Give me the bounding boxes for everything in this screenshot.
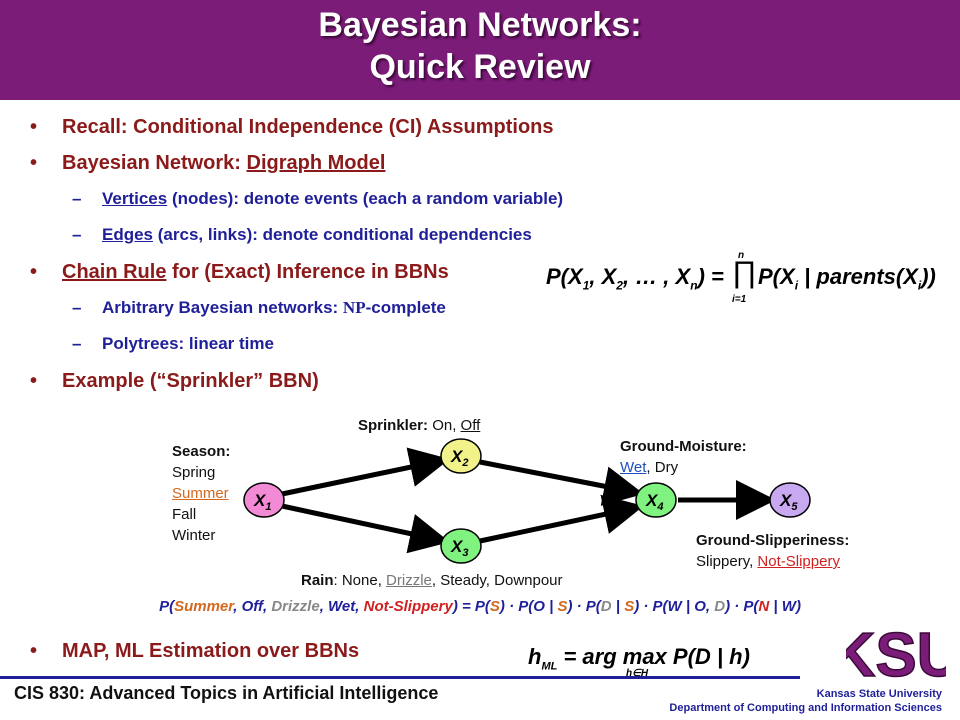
svg-text:X4: X4 bbox=[645, 491, 663, 513]
digraph-model-link[interactable]: Digraph Model bbox=[246, 152, 386, 174]
edge-x1-x2 bbox=[281, 447, 450, 497]
prod-top: n bbox=[738, 250, 745, 261]
bullet-dot: • bbox=[30, 370, 38, 392]
course-name: CIS 830: Advanced Topics in Artificial I… bbox=[14, 683, 439, 703]
bullet-dot: • bbox=[30, 116, 38, 138]
np-text: NP bbox=[342, 298, 366, 317]
bullet-map-ml: •MAP, ML Estimation over BBNs bbox=[30, 640, 360, 662]
bullet-ci: •Recall: Conditional Independence (CI) A… bbox=[30, 116, 554, 138]
rain-label: Rain: None, Drizzle, Steady, Downpour bbox=[301, 572, 563, 589]
title-line-2: Quick Review bbox=[369, 48, 591, 86]
title-line-1: Bayesian Networks: bbox=[318, 6, 642, 44]
formula-rhs: P(Xi | parents(Xi)) bbox=[758, 264, 936, 293]
title-bar bbox=[0, 0, 960, 100]
vertices-link[interactable]: Vertices bbox=[102, 189, 168, 208]
sub-bullet-arbitrary: –Arbitrary Bayesian networks: NP-complet… bbox=[72, 298, 446, 317]
footer-institution: Kansas State University Department of Co… bbox=[669, 687, 942, 715]
node-x4[interactable]: X4 bbox=[635, 482, 677, 518]
department-name: Department of Computing and Information … bbox=[669, 702, 942, 714]
joint-probability: P(Summer, Off, Drizzle, Wet, Not-Slipper… bbox=[159, 598, 801, 615]
svg-text:X1: X1 bbox=[253, 491, 271, 513]
svg-text:X2: X2 bbox=[450, 447, 468, 469]
bullet-dot: • bbox=[30, 261, 38, 283]
chain-rule-link[interactable]: Chain Rule bbox=[62, 261, 167, 283]
node-x3[interactable]: X3 bbox=[440, 528, 482, 564]
ml-formula-under: h∈H bbox=[626, 668, 649, 679]
university-name: Kansas State University bbox=[816, 688, 942, 700]
slide-title: Bayesian Networks: Quick Review bbox=[0, 4, 960, 88]
dash: – bbox=[72, 225, 82, 244]
dash: – bbox=[72, 298, 82, 317]
formula-lhs: P(X1, X2, … , Xn) = bbox=[546, 264, 724, 293]
bullet-chain-rule: •Chain Rule for (Exact) Inference in BBN… bbox=[30, 261, 449, 283]
product-symbol: ∏ bbox=[732, 256, 757, 289]
bullet-dot: • bbox=[30, 152, 38, 174]
dash: – bbox=[72, 189, 82, 208]
dash: – bbox=[72, 334, 82, 353]
edges-link[interactable]: Edges bbox=[102, 225, 154, 244]
moisture-label: Ground-Moisture: Wet, Dry bbox=[620, 438, 747, 476]
season-label: Season: Spring Summer Fall Winter bbox=[172, 443, 231, 544]
footer-divider bbox=[0, 676, 800, 679]
bullet-dot: • bbox=[30, 640, 38, 662]
svg-text:KSU: KSU bbox=[846, 621, 946, 688]
ksu-logo: KSU bbox=[846, 620, 946, 688]
ml-formula: hML = arg max P(D | h) bbox=[528, 644, 750, 673]
bullet-bayes-net: •Bayesian Network: Digraph Model bbox=[30, 152, 386, 174]
edge-x3-x4 bbox=[479, 494, 644, 544]
node-x2[interactable]: X2 bbox=[440, 438, 482, 474]
edge-x1-x3 bbox=[281, 503, 450, 554]
sprinkler-label: Sprinkler: On, Off bbox=[358, 417, 481, 434]
sub-bullet-polytrees: –Polytrees: linear time bbox=[72, 334, 274, 353]
slipperiness-label: Ground-Slipperiness: Slippery, Not-Slipp… bbox=[696, 532, 850, 570]
bullet-example: •Example (“Sprinkler” BBN) bbox=[30, 370, 319, 392]
sub-bullet-vertices: –Vertices (nodes): denote events (each a… bbox=[72, 189, 564, 208]
node-x1[interactable]: X1 bbox=[243, 482, 285, 518]
svg-text:X3: X3 bbox=[450, 537, 468, 559]
svg-text:X5: X5 bbox=[779, 491, 798, 513]
sub-bullet-edges: –Edges (arcs, links): denote conditional… bbox=[72, 225, 532, 244]
chain-rule-formula: P(X1, X2, … , Xn) = n ∏ i=1 P(Xi | paren… bbox=[546, 250, 946, 316]
edge-x2-x4 bbox=[479, 459, 644, 506]
prod-bottom: i=1 bbox=[732, 294, 747, 305]
node-x5[interactable]: X5 bbox=[769, 482, 811, 518]
